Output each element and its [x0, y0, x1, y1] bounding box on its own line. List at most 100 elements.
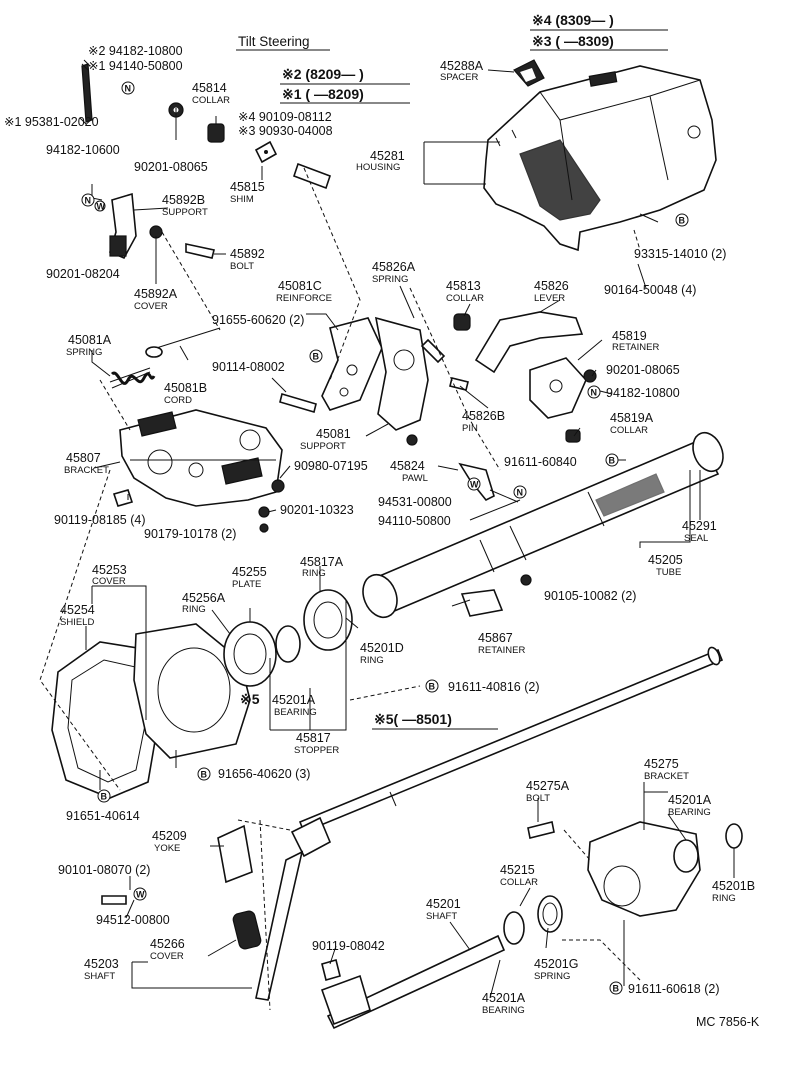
diagram-title: Tilt Steering	[238, 34, 310, 49]
cover-45253-drawing	[133, 623, 251, 759]
label-94140-50800: ※1 94140-50800	[88, 59, 183, 73]
label-45819A: 45819A	[610, 411, 654, 425]
washer-90201b-drawing	[583, 369, 597, 383]
label-91656: 91656-40620 (3)	[218, 767, 310, 781]
label-90114: 90114-08002	[212, 360, 285, 374]
label-45819: 45819	[612, 329, 647, 343]
label-45254: 45254	[60, 603, 95, 617]
svg-text:B: B	[429, 682, 436, 692]
note-1: ※1 ( —8209)	[282, 86, 364, 102]
label-90119-08042: 90119-08042	[312, 939, 385, 953]
label-45201A-a-name: BEARING	[274, 707, 317, 718]
label-45826B: 45826B	[462, 409, 505, 423]
pin-45826B-drawing	[449, 377, 469, 391]
label-45817: 45817	[296, 731, 331, 745]
collar-45819A-drawing	[565, 429, 581, 443]
bolt-45892-drawing	[185, 243, 215, 259]
marker-b-4: B	[425, 679, 439, 693]
label-90101: 90101-08070 (2)	[58, 863, 150, 877]
label-94182-10800-a: ※2 94182-10800	[88, 44, 183, 58]
svg-text:B: B	[101, 792, 108, 802]
ring-45201B-drawing	[725, 823, 743, 849]
label-45256A: 45256A	[182, 591, 226, 605]
retainer-45867-drawing	[460, 589, 504, 617]
label-45815-name: SHIM	[230, 194, 254, 205]
marker-b-7: B	[609, 981, 623, 995]
label-45201: 45201	[426, 897, 461, 911]
shaft-45201-drawing	[326, 934, 506, 1030]
label-90179: 90179-10178 (2)	[144, 527, 236, 541]
svg-text:N: N	[125, 84, 132, 94]
reinforce-drawing	[321, 317, 383, 411]
label-45255-name: PLATE	[232, 579, 261, 590]
svg-text:W: W	[97, 202, 106, 212]
label-45201G: 45201G	[534, 957, 578, 971]
label-90201-08204: 90201-08204	[46, 267, 120, 281]
label-45081C: 45081C	[278, 279, 322, 293]
label-45281: 45281	[370, 149, 405, 163]
collar-45813-drawing	[453, 313, 471, 331]
note-5: ※5( —8501)	[374, 711, 452, 727]
label-45203: 45203	[84, 957, 119, 971]
svg-text:B: B	[201, 770, 208, 780]
cover-45266-drawing	[232, 910, 262, 950]
wire-clip-drawing	[81, 63, 93, 123]
bearing-45201A-drawing	[275, 625, 301, 663]
label-93315: 93315-14010 (2)	[634, 247, 726, 261]
spring-45201G-drawing	[537, 895, 563, 933]
diagram-code: MC 7856-K	[696, 1015, 760, 1029]
label-45081B-name: CORD	[164, 395, 192, 406]
bolt-90114-drawing	[279, 392, 317, 414]
svg-text:N: N	[591, 388, 598, 398]
label-45817A-name: RING	[302, 568, 326, 579]
label-45817A: 45817A	[300, 555, 344, 569]
label-45081A: 45081A	[68, 333, 112, 347]
label-45892-name: BOLT	[230, 261, 254, 272]
bracket-45807-drawing	[119, 409, 283, 507]
label-45201A-c: 45201A	[482, 991, 526, 1005]
label-45813-name: COLLAR	[446, 293, 484, 304]
label-45201D-name: RING	[360, 655, 384, 666]
spring-45081A-drawing	[109, 367, 151, 389]
label-45201A-c-name: BEARING	[482, 1005, 525, 1016]
note-2: ※2 (8209— )	[282, 66, 364, 82]
label-45201-name: SHAFT	[426, 911, 457, 922]
collar-45814-drawing	[207, 123, 225, 143]
shield-drawing	[51, 641, 161, 799]
label-45201B-name: RING	[712, 893, 736, 904]
label-45288A: 45288A	[440, 59, 484, 73]
svg-text:B: B	[313, 352, 320, 362]
label-94182-10800-b: 94182-10800	[606, 386, 680, 400]
marker-n-1: N	[121, 81, 135, 95]
label-45256A-name: RING	[182, 604, 206, 615]
ujoint-upper-drawing	[290, 816, 332, 858]
label-45291: 45291	[682, 519, 717, 533]
label-45081A-name: SPRING	[66, 347, 102, 358]
label-91611-40816: 91611-40816 (2)	[448, 680, 540, 694]
label-45201G-name: SPRING	[534, 971, 570, 982]
label-45253: 45253	[92, 563, 127, 577]
bolt-90101-drawing	[101, 895, 127, 905]
label-45826-name: LEVER	[534, 293, 565, 304]
marker-b-2: B	[309, 349, 323, 363]
marker-w-1: W	[94, 200, 106, 212]
label-45892A-name: COVER	[134, 301, 168, 312]
label-90105: 90105-10082 (2)	[544, 589, 636, 603]
label-45817-name: STOPPER	[294, 745, 339, 756]
label-45201A-b-name: BEARING	[668, 807, 711, 818]
label-45867-name: RETAINER	[478, 645, 525, 656]
marker-n-3: N	[587, 385, 601, 399]
label-45081-name: SUPPORT	[300, 441, 346, 452]
label-45205-name: TUBE	[656, 567, 681, 578]
label-45205: 45205	[648, 553, 683, 567]
cord-45081B-drawing	[149, 327, 221, 351]
label-94512: 94512-00800	[96, 913, 170, 927]
bearing-45201Ab-drawing	[673, 839, 699, 873]
label-45209: 45209	[152, 829, 187, 843]
label-45813: 45813	[446, 279, 481, 293]
label-45201B: 45201B	[712, 879, 755, 893]
label-45824: 45824	[390, 459, 425, 473]
label-45266-name: COVER	[150, 951, 184, 962]
tube-45205-drawing	[362, 431, 724, 619]
